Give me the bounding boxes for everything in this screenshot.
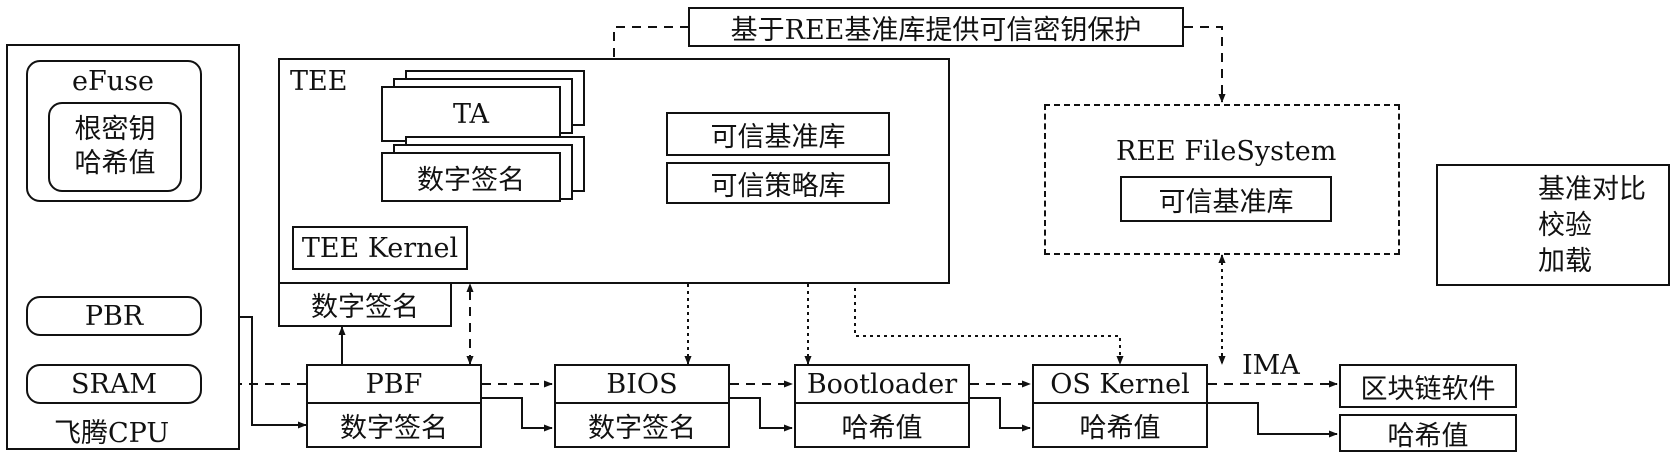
ree-filesystem-frame [1044, 104, 1400, 255]
ree-baseline-db-box: 可信基准库 [1120, 176, 1332, 222]
oskernel-to-blockchain-solid-arrow [1208, 402, 1338, 438]
tee-label: TEE [290, 66, 348, 97]
ima-label: IMA [1242, 350, 1300, 381]
blockchain-box: 区块链软件 [1339, 364, 1517, 408]
oskernel-box: OS Kernel [1032, 364, 1208, 404]
bootloader-to-oskernel-solid-arrow [970, 397, 1031, 432]
ta-signature-box: 数字签名 [381, 152, 561, 202]
tee-kernel-box: TEE Kernel [292, 226, 468, 270]
bootloader-hash-box: 哈希值 [794, 402, 970, 448]
ree-filesystem-label: REE FileSystem [1116, 136, 1337, 167]
bios-signature-box: 数字签名 [554, 402, 730, 448]
trusted-policy-db-box: 可信策略库 [666, 162, 890, 204]
bootloader-box: Bootloader [794, 364, 970, 404]
pbf-signature-box: 数字签名 [306, 402, 482, 448]
pbf-box: PBF [306, 364, 482, 404]
bios-to-bootloader-solid-arrow [730, 397, 793, 432]
sram-box: SRAM [26, 364, 202, 404]
root-key-hash-box: 根密钥 哈希值 [48, 102, 182, 192]
note-to-ree-arrow [1184, 26, 1226, 103]
legend-dashed-label: 校验 [1538, 210, 1592, 241]
trusted-baseline-db-box: 可信基准库 [666, 112, 890, 156]
pbr-box: PBR [26, 296, 202, 336]
pbf-to-bios-solid-arrow [482, 397, 553, 432]
legend-solid-label: 基准对比 [1538, 174, 1646, 205]
blockchain-hash-box: 哈希值 [1339, 414, 1517, 452]
oskernel-hash-box: 哈希值 [1032, 402, 1208, 448]
efuse-label: eFuse [72, 66, 154, 97]
bios-box: BIOS [554, 364, 730, 404]
top-note: 基于REE基准库提供可信密钥保护 [688, 7, 1184, 47]
cpu-label: 飞腾CPU [54, 418, 170, 449]
tee-signature-box: 数字签名 [278, 282, 452, 327]
legend-dotted-label: 加载 [1538, 246, 1592, 277]
note-to-tee-connector [613, 26, 688, 57]
ta-box: TA [381, 86, 561, 142]
legend-frame [1436, 164, 1670, 286]
